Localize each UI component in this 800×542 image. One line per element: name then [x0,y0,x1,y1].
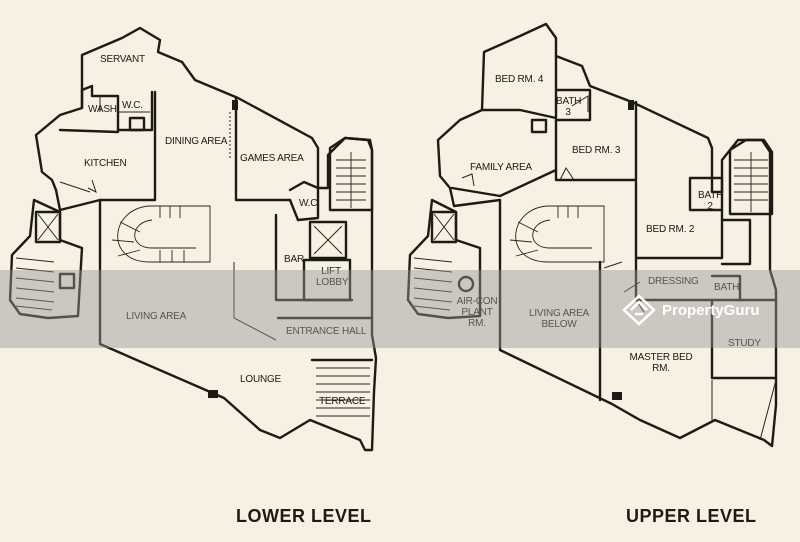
room-label-study: STUDY [728,338,761,349]
room-label-lounge: LOUNGE [240,374,282,385]
upper-level-title: UPPER LEVEL [626,506,757,526]
room-label-entrance-hall: ENTRANCE HALL [286,326,367,337]
room-label-bath-3: BATH 3 [556,96,582,118]
room-label-rm: RM. [468,318,486,329]
room-label-bath-3-word: BATH [556,96,582,107]
room-label-terrace: TERRACE [319,396,366,407]
room-label-kitchen: KITCHEN [84,158,127,169]
room-label-bed-rm-3: BED RM. 3 [572,145,621,156]
room-label-air-con-plant-rm: AIR-CON PLANT RM. [454,296,500,329]
room-label-master-bed-rm: MASTER BED RM. [626,352,696,374]
watermark: PropertyGuru [622,294,760,326]
room-label-bath-2-number: 2 [707,201,713,212]
room-label-dining-area: DINING AREA [165,136,228,147]
propertyguru-logo-icon [622,294,656,326]
room-label-lift-lobby: LIFT LOBBY [316,266,349,288]
watermark-band [0,270,800,348]
room-label-living-area-below: LIVING AREA BELOW [526,308,592,330]
room-label-air-con: AIR-CON [456,296,498,307]
upper-level-plan [406,22,778,448]
room-label-bed-rm-4: BED RM. 4 [495,74,544,85]
room-label-bath-2: BATH 2 [698,190,724,212]
room-label-wc-lower-2: W.C. [299,198,320,209]
room-label-bar: BAR [284,254,304,265]
room-label-living-area: LIVING AREA [126,311,187,322]
room-label-bath: BATH [714,282,740,293]
lower-level-plan [8,26,378,452]
room-label-dressing: DRESSING [648,276,699,287]
room-label-bath-3-number: 3 [565,107,571,118]
room-label-lobby: LOBBY [316,277,349,288]
room-label-wash: WASH [88,104,117,115]
room-label-master-bed: MASTER BED [629,352,693,363]
room-label-wc-lower-1: W.C. [122,100,143,111]
room-label-below: BELOW [541,319,577,330]
room-label-games-area: GAMES AREA [240,153,304,164]
room-label-bath-2-word: BATH [698,190,724,201]
room-label-master-rm: RM. [652,363,670,374]
room-label-family-area: FAMILY AREA [470,162,532,173]
room-label-bed-rm-2: BED RM. 2 [646,224,695,235]
lower-level-title: LOWER LEVEL [236,506,372,526]
room-label-servant: SERVANT [100,54,145,65]
room-label-living-area-upper: LIVING AREA [528,308,590,319]
room-label-plant: PLANT [461,307,493,318]
room-label-lift: LIFT [321,266,341,277]
watermark-text: PropertyGuru [662,301,760,319]
